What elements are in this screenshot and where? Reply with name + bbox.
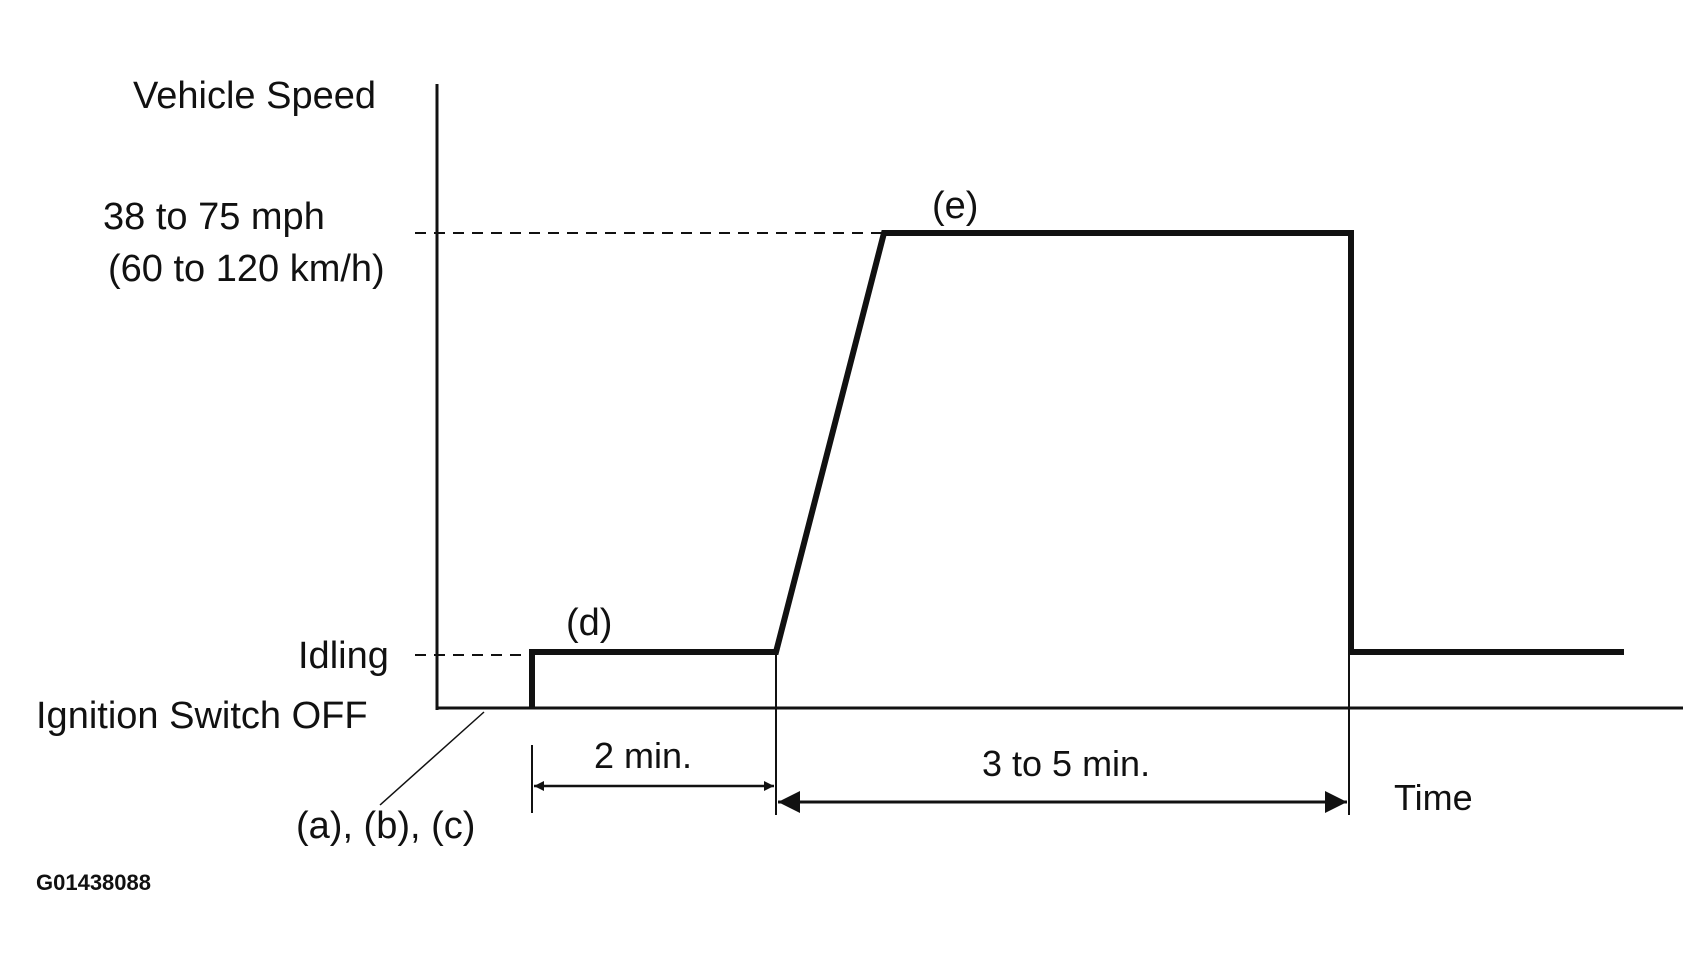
speed-level-label-kmh: (60 to 120 km/h) (108, 248, 385, 290)
y-axis-label: Vehicle Speed (133, 75, 376, 117)
steps-abc-label: (a), (b), (c) (296, 805, 475, 847)
x-axis-label: Time (1394, 777, 1473, 818)
idle-level-label: Idling (298, 635, 389, 677)
speed-profile-line (529, 230, 1624, 708)
step-e-label: (e) (932, 185, 978, 227)
duration-label-2-min: 2 min. (594, 735, 692, 776)
step-d-label: (d) (566, 602, 612, 644)
duration-label-3-to-5-min: 3 to 5 min. (982, 743, 1150, 784)
figure-id: G01438088 (36, 870, 151, 895)
speed-level-label-mph: 38 to 75 mph (103, 196, 325, 238)
ignition-off-label: Ignition Switch OFF (36, 695, 368, 737)
steps-abc-leader-line (379, 711, 485, 806)
